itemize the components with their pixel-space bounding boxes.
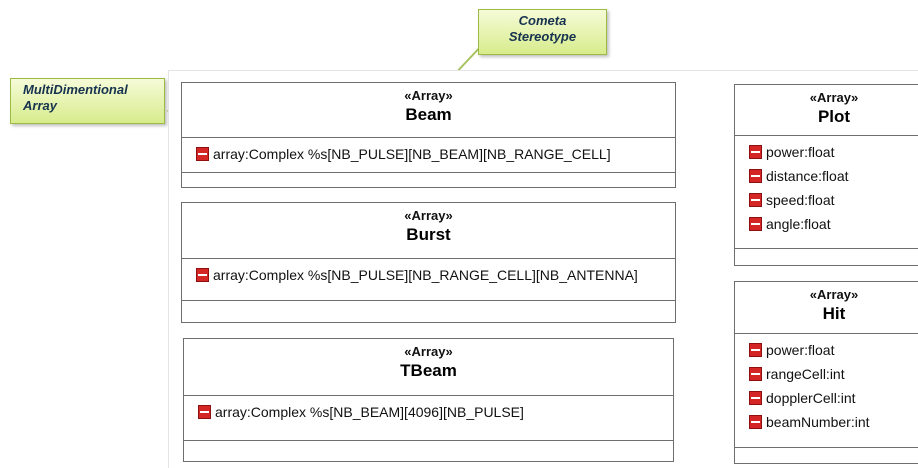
attribute-row[interactable]: beamNumber:int	[735, 410, 918, 434]
attribute-row[interactable]: array:Complex %s[NB_BEAM][4096][NB_PULSE…	[184, 400, 673, 424]
class-burst-stereotype: «Array»	[404, 208, 453, 223]
attribute-label: angle:float	[766, 216, 831, 232]
class-plot-name: Plot	[817, 107, 851, 126]
attribute-icon	[198, 405, 211, 419]
attribute-label: power:float	[766, 342, 835, 358]
class-plot[interactable]: «Array» Plot power:float distance:float …	[734, 84, 918, 266]
class-hit-name: Hit	[822, 304, 846, 323]
diagram-canvas: «Array» Beam array:Complex %s[NB_PULSE][…	[168, 70, 918, 468]
class-burst-attributes: array:Complex %s[NB_PULSE][NB_RANGE_CELL…	[182, 259, 675, 301]
class-plot-attributes: power:float distance:float speed:float a…	[735, 136, 918, 249]
attribute-label: dopplerCell:int	[766, 390, 856, 406]
class-beam-attributes: array:Complex %s[NB_PULSE][NB_BEAM][NB_R…	[182, 138, 675, 173]
attribute-icon	[749, 367, 762, 381]
attribute-icon	[749, 415, 762, 429]
attribute-label: distance:float	[766, 168, 849, 184]
attribute-label: array:Complex %s[NB_BEAM][4096][NB_PULSE…	[215, 404, 524, 420]
attribute-icon	[196, 147, 209, 161]
class-tbeam-stereotype: «Array»	[404, 344, 453, 359]
cometa-stereotype-label: Cometa Stereotype	[508, 13, 577, 44]
attribute-row[interactable]: speed:float	[735, 188, 918, 212]
multidimentional-array-label: MultiDimentional Array	[23, 82, 128, 113]
attribute-icon	[749, 343, 762, 357]
class-tbeam[interactable]: «Array» TBeam array:Complex %s[NB_BEAM][…	[183, 338, 674, 462]
class-beam-header: «Array» Beam	[182, 83, 675, 138]
attribute-row[interactable]: dopplerCell:int	[735, 386, 918, 410]
class-hit[interactable]: «Array» Hit power:float rangeCell:int do…	[734, 281, 918, 464]
attribute-icon	[749, 145, 762, 159]
class-plot-header: «Array» Plot	[735, 85, 918, 136]
class-tbeam-name: TBeam	[400, 361, 457, 380]
attribute-label: speed:float	[766, 192, 835, 208]
attribute-row[interactable]: distance:float	[735, 164, 918, 188]
class-burst-header: «Array» Burst	[182, 203, 675, 259]
attribute-row[interactable]: rangeCell:int	[735, 362, 918, 386]
attribute-label: array:Complex %s[NB_PULSE][NB_RANGE_CELL…	[213, 267, 638, 283]
class-tbeam-attributes: array:Complex %s[NB_BEAM][4096][NB_PULSE…	[184, 396, 673, 441]
attribute-row[interactable]: power:float	[735, 140, 918, 164]
attribute-icon	[749, 391, 762, 405]
attribute-icon	[749, 169, 762, 183]
attribute-label: array:Complex %s[NB_PULSE][NB_BEAM][NB_R…	[213, 146, 611, 162]
attribute-label: rangeCell:int	[766, 366, 845, 382]
class-plot-stereotype: «Array»	[809, 90, 859, 105]
class-hit-stereotype: «Array»	[809, 287, 859, 302]
class-beam-name: Beam	[405, 105, 452, 124]
class-burst[interactable]: «Array» Burst array:Complex %s[NB_PULSE]…	[181, 202, 676, 323]
attribute-icon	[749, 217, 762, 231]
class-hit-header: «Array» Hit	[735, 282, 918, 334]
multidimentional-array-callout: MultiDimentional Array	[10, 78, 165, 124]
attribute-icon	[196, 268, 209, 282]
attribute-icon	[749, 193, 762, 207]
class-beam[interactable]: «Array» Beam array:Complex %s[NB_PULSE][…	[181, 82, 676, 188]
attribute-row[interactable]: angle:float	[735, 212, 918, 236]
class-beam-stereotype: «Array»	[404, 88, 453, 103]
class-tbeam-header: «Array» TBeam	[184, 339, 673, 396]
class-burst-name: Burst	[406, 225, 451, 244]
attribute-label: beamNumber:int	[766, 414, 870, 430]
attribute-row[interactable]: array:Complex %s[NB_PULSE][NB_RANGE_CELL…	[182, 263, 675, 287]
cometa-stereotype-callout: Cometa Stereotype	[478, 9, 607, 55]
attribute-row[interactable]: array:Complex %s[NB_PULSE][NB_BEAM][NB_R…	[182, 142, 675, 166]
attribute-label: power:float	[766, 144, 835, 160]
class-hit-attributes: power:float rangeCell:int dopplerCell:in…	[735, 334, 918, 448]
attribute-row[interactable]: power:float	[735, 338, 918, 362]
